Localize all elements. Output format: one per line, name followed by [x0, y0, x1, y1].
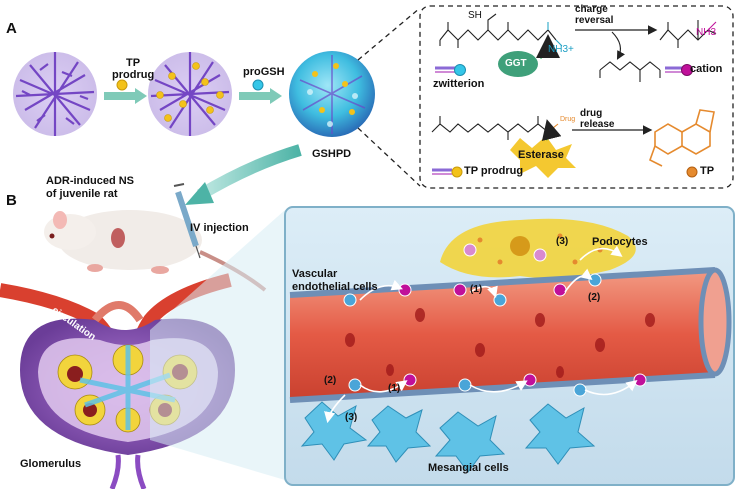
gshpd-nanoparticle — [289, 51, 375, 137]
tp-prodrug-legend: TP prodrug — [464, 165, 524, 177]
charge-reversal-label: charge reversal — [575, 4, 614, 26]
mesangial-label: Mesangial cells — [428, 462, 509, 474]
byproduct-arrow — [611, 31, 626, 60]
glutamate-structure — [599, 61, 661, 82]
cation-nh3-label: NH3 — [696, 27, 717, 38]
step-label-top-2: (2) — [588, 292, 601, 303]
zoom-connector — [357, 7, 421, 187]
step-label-top-1: (1) — [470, 284, 483, 295]
glomerulus-label: Glomerulus — [20, 458, 82, 470]
step-label-left-2: (2) — [324, 375, 337, 386]
tp-molecule-structure — [649, 109, 715, 167]
injection-label: IV injection — [190, 222, 249, 234]
arrow-load-progsh — [239, 79, 282, 104]
step-label-bottom-1: (1) — [388, 383, 401, 394]
cation-label: cation — [690, 63, 723, 75]
panel-b-letter: B — [6, 192, 17, 209]
mesangial-cells — [300, 401, 596, 473]
mof-framework-empty — [13, 52, 97, 136]
step-label-mesangial-3: (3) — [345, 412, 358, 423]
cation-structure — [659, 20, 717, 48]
vascular-label: Vascular endothelial cells — [292, 268, 378, 293]
transport-arrows — [324, 245, 638, 424]
cation-symbol — [665, 64, 693, 76]
sh-label: SH — [468, 10, 482, 21]
podocyte-cell — [440, 218, 636, 278]
syringe-icon — [173, 183, 201, 259]
nh3-label: NH3+ — [548, 44, 574, 55]
mof-framework-loaded — [148, 52, 232, 136]
drug-tag-label: Drug — [560, 116, 576, 123]
drug-release-label: drug release — [580, 108, 615, 130]
esterase-enzyme — [510, 119, 576, 178]
esterase-label: Esterase — [518, 149, 564, 161]
ggt-label: GGT — [505, 58, 527, 69]
injection-flow-arrow — [196, 144, 302, 201]
zwitterion-symbol — [435, 64, 466, 76]
arrow-load-tp — [104, 79, 147, 104]
injection-flow-arrowhead — [185, 182, 214, 205]
nanoparticle-label: GSHPD — [312, 148, 352, 160]
tp-prodrug-symbol — [432, 166, 463, 178]
model-label: ADR-induced NS of juvenile rat — [46, 175, 134, 200]
tp-symbol — [686, 166, 698, 178]
step-label-podocyte: (3) — [556, 236, 569, 247]
tp-legend: TP — [700, 165, 715, 177]
zwitterion-label: zwitterion — [433, 78, 485, 90]
ggt-enzyme — [498, 34, 560, 77]
step1-label: TP prodrug — [112, 57, 155, 81]
mechanism-box — [419, 5, 734, 189]
podocytes-label: Podocytes — [592, 236, 648, 248]
panel-a-letter: A — [6, 20, 17, 37]
step2-label: proGSH — [243, 66, 285, 78]
zoom-cone — [150, 210, 285, 480]
